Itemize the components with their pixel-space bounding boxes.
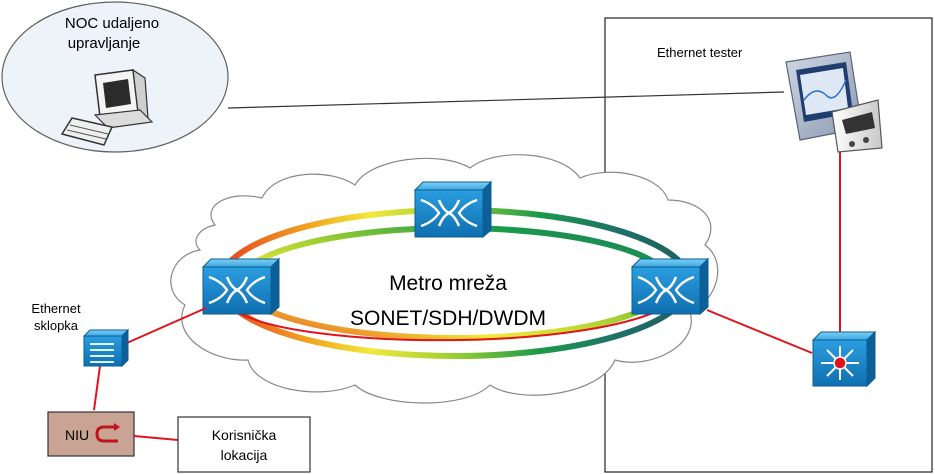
ethernet-switch-icon <box>82 328 130 368</box>
niu-box: NIU <box>47 411 135 457</box>
noc-label-line1: NOC udaljeno <box>65 15 159 32</box>
optical-router-icon <box>413 180 493 239</box>
metro-label-line2: SONET/SDH/DWDM <box>350 307 546 330</box>
layer3-switch-icon <box>811 330 877 388</box>
switch-label-line2: sklopka <box>34 318 79 333</box>
customer-location-box <box>177 416 311 473</box>
computer-icon <box>60 68 154 146</box>
niu-customer-link <box>133 435 179 441</box>
noc-label-line2: upravljanje <box>68 35 141 52</box>
optical-router-icon <box>201 257 281 316</box>
metro-label-line1: Metro mreža <box>389 272 507 295</box>
red-links <box>93 145 841 411</box>
ethernet-tester-device-icon <box>785 51 883 153</box>
niu-label: NIU <box>65 427 89 443</box>
optical-router-icon <box>630 257 710 316</box>
tester-label: Ethernet tester <box>657 45 743 60</box>
noc-tester-link <box>227 91 785 109</box>
switch-label-line1: Ethernet <box>31 301 81 316</box>
customer-label-line2: lokacija <box>221 447 268 463</box>
loopback-icon <box>95 423 120 443</box>
customer-label-line1: Korisnička <box>212 427 277 443</box>
